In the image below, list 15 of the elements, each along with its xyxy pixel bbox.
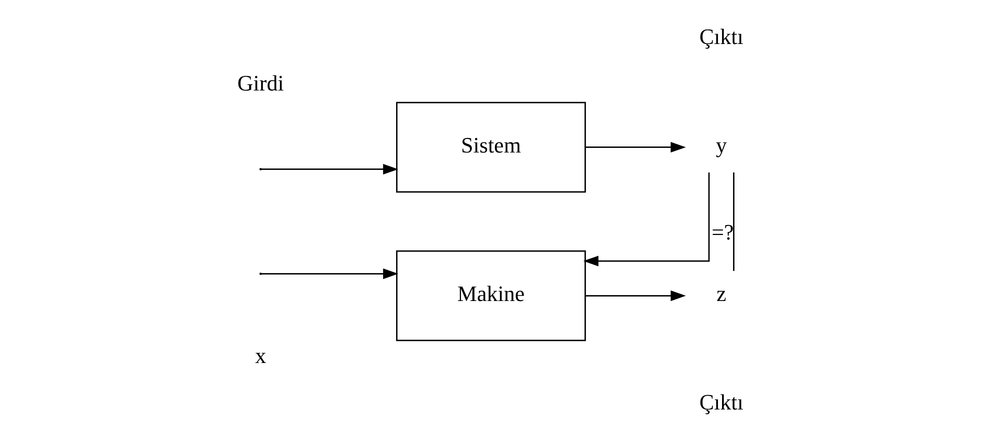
node-text: z [716,280,726,306]
node-box: Makine [396,250,586,342]
node-box: Sistem [396,102,586,193]
arrow [583,172,710,266]
arrow [585,142,686,153]
label: Girdi [237,70,284,96]
arrow [585,290,686,302]
label: Çıktı [699,24,744,49]
node-text: y [716,132,727,158]
connector [733,172,734,271]
arrow [261,268,398,280]
label: x [255,342,266,368]
label: Çıktı [699,390,744,415]
edge-label: =? [712,219,734,244]
arrow [261,164,398,175]
